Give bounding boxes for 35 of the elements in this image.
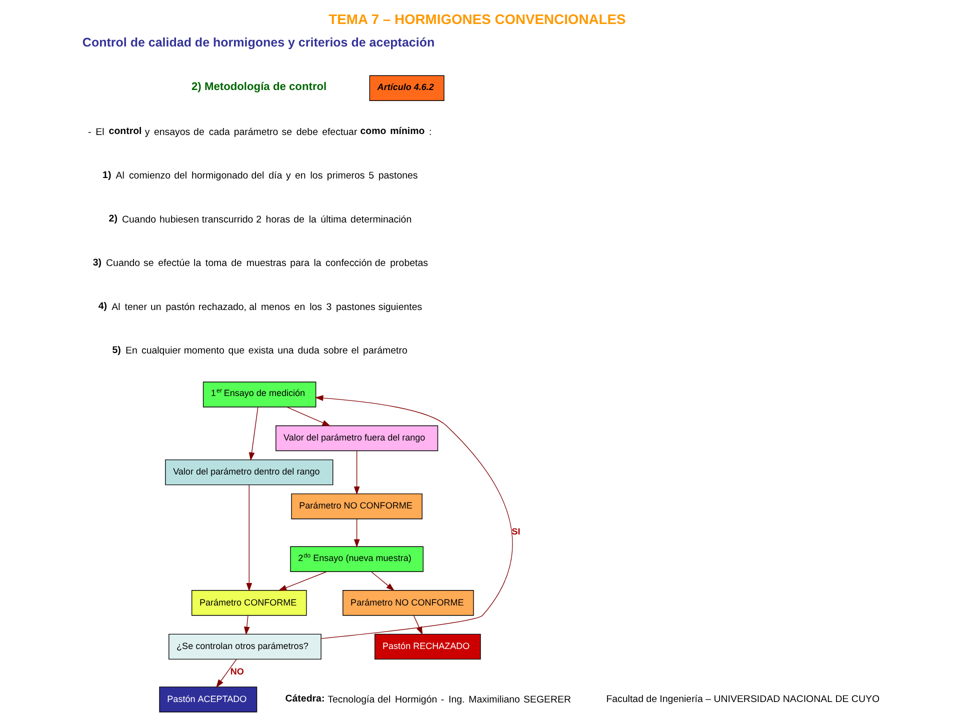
node-box: Parámetro NO CONFORME [342, 590, 474, 616]
arrow [278, 571, 327, 591]
label: - El control y ensayos de cada parámetro se debe efectuar como mínimo: [88, 126, 432, 138]
arrow [413, 615, 423, 636]
arrow [248, 406, 258, 461]
arrow [286, 406, 331, 426]
label: 2) Metodología de control [191, 81, 327, 94]
node-box: 1$^{er}$ Ensayo de medición [202, 382, 316, 408]
arrow [354, 450, 360, 495]
label: 5) En cualquier momento que exista una duda sobre el parámetro [112, 344, 408, 357]
edge-label: SI [512, 526, 520, 536]
node-box: 2$^{do}$ Ensayo (nueva muestra) [290, 546, 424, 572]
label: Cátedra: Tecnología del Hormigón - Ing. Maximiliano SEGERER [285, 694, 572, 706]
label: 2) Cuando hubiesen transcurrido 2 horas de la última determinación [108, 214, 412, 226]
node-box: Valor del parámetro dentro del rango [165, 459, 334, 486]
node-box: ¿Se controlan otros parámetros? [168, 634, 322, 660]
label: 3) Cuando se efectúe la toma de muestras para la confección de probetas [92, 257, 428, 270]
label: 4) Al tener un pastón rechazado, al menos en los 3 pastones siguientes [98, 301, 422, 313]
arrow [371, 572, 395, 591]
node-box: Parámetro NO CONFORME [291, 493, 422, 520]
node-box: Valor del parámetro fuera del rango [276, 425, 438, 452]
arrow [314, 395, 513, 639]
node-box: Parámetro CONFORME [191, 590, 307, 616]
arrow [246, 484, 252, 592]
arrow [216, 658, 237, 688]
node-box: Artículo 4.6.2 [369, 75, 444, 101]
edge-label: NO [230, 666, 244, 677]
label: Control de calidad de hormigones y criterios de aceptación [82, 36, 435, 50]
arrow [244, 615, 250, 636]
label: Facultad de Ingeniería – UNIVERSIDAD NACIONAL DE CUYO [606, 694, 880, 706]
label: 1) Al comienzo del hormigonado del día y en los primeros 5 pastones [102, 170, 418, 182]
node-box: Pastón RECHAZADO [374, 634, 481, 660]
arrow [354, 518, 360, 548]
node-box: Pastón ACEPTADO [159, 686, 258, 712]
diagram-title: TEMA 7 – HORMIGONES CONVENCIONALES [328, 11, 626, 28]
